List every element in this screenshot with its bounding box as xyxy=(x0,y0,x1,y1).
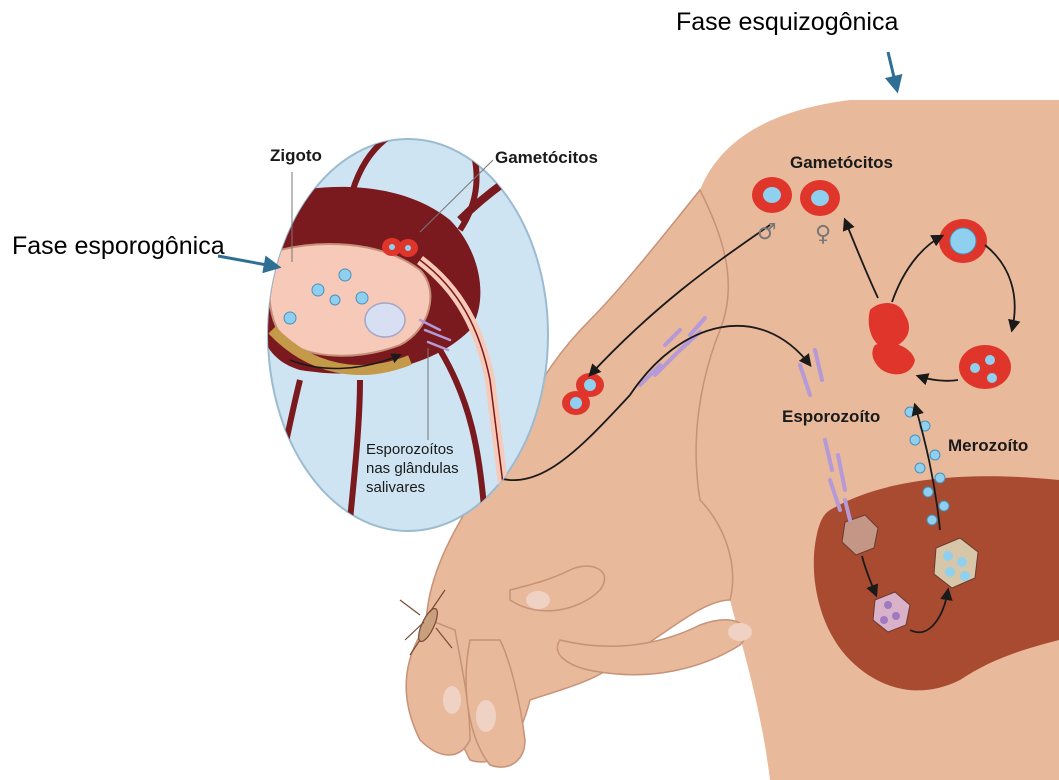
male-symbol-icon: ♂ xyxy=(757,220,777,245)
gametocitos-human-label: Gametócitos xyxy=(790,153,893,173)
esporozoitos-glandulas-label: Esporozoítos nas glândulas salivares xyxy=(366,440,476,497)
esporozoito-label: Esporozoíto xyxy=(782,407,880,427)
zigoto-label: Zigoto xyxy=(270,146,322,166)
fase-esquizogonica-arrow xyxy=(888,52,897,90)
fase-esquizogonica-label: Fase esquizogônica xyxy=(676,8,898,37)
fase-esporogonica-label: Fase esporogônica xyxy=(12,232,225,261)
female-symbol-icon: ♀ xyxy=(815,222,831,247)
fase-esporogonica-arrow xyxy=(218,256,278,267)
merozoito-label: Merozoíto xyxy=(948,436,1028,456)
gametocitos-mosquito-label: Gametócitos xyxy=(495,148,598,168)
